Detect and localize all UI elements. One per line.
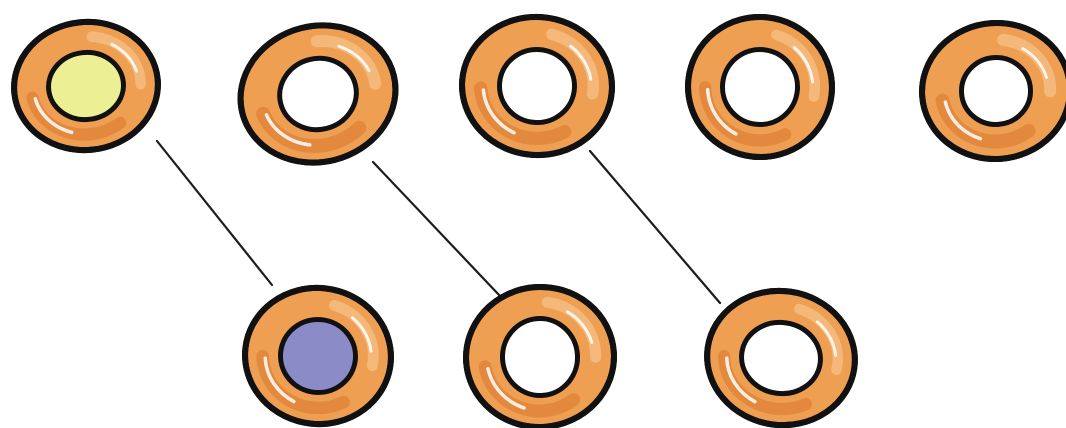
ring-top-2 xyxy=(226,9,410,179)
ring-top-3 xyxy=(457,12,616,160)
connector-top-2-to-bottom-2 xyxy=(373,162,500,296)
connector-top-3-to-bottom-3 xyxy=(590,151,720,303)
ring-hole xyxy=(960,56,1032,127)
connector-top-1-to-bottom-1 xyxy=(157,141,272,285)
connector-layer xyxy=(157,141,720,303)
ring-bottom-1 xyxy=(238,281,397,428)
ring-bottom-2 xyxy=(461,282,618,428)
ring-top-4 xyxy=(681,10,839,164)
ring-layer xyxy=(8,9,1066,428)
ring-top-5 xyxy=(917,18,1066,164)
ring-bottom-3 xyxy=(698,281,863,428)
ring-top-1 xyxy=(8,15,165,157)
